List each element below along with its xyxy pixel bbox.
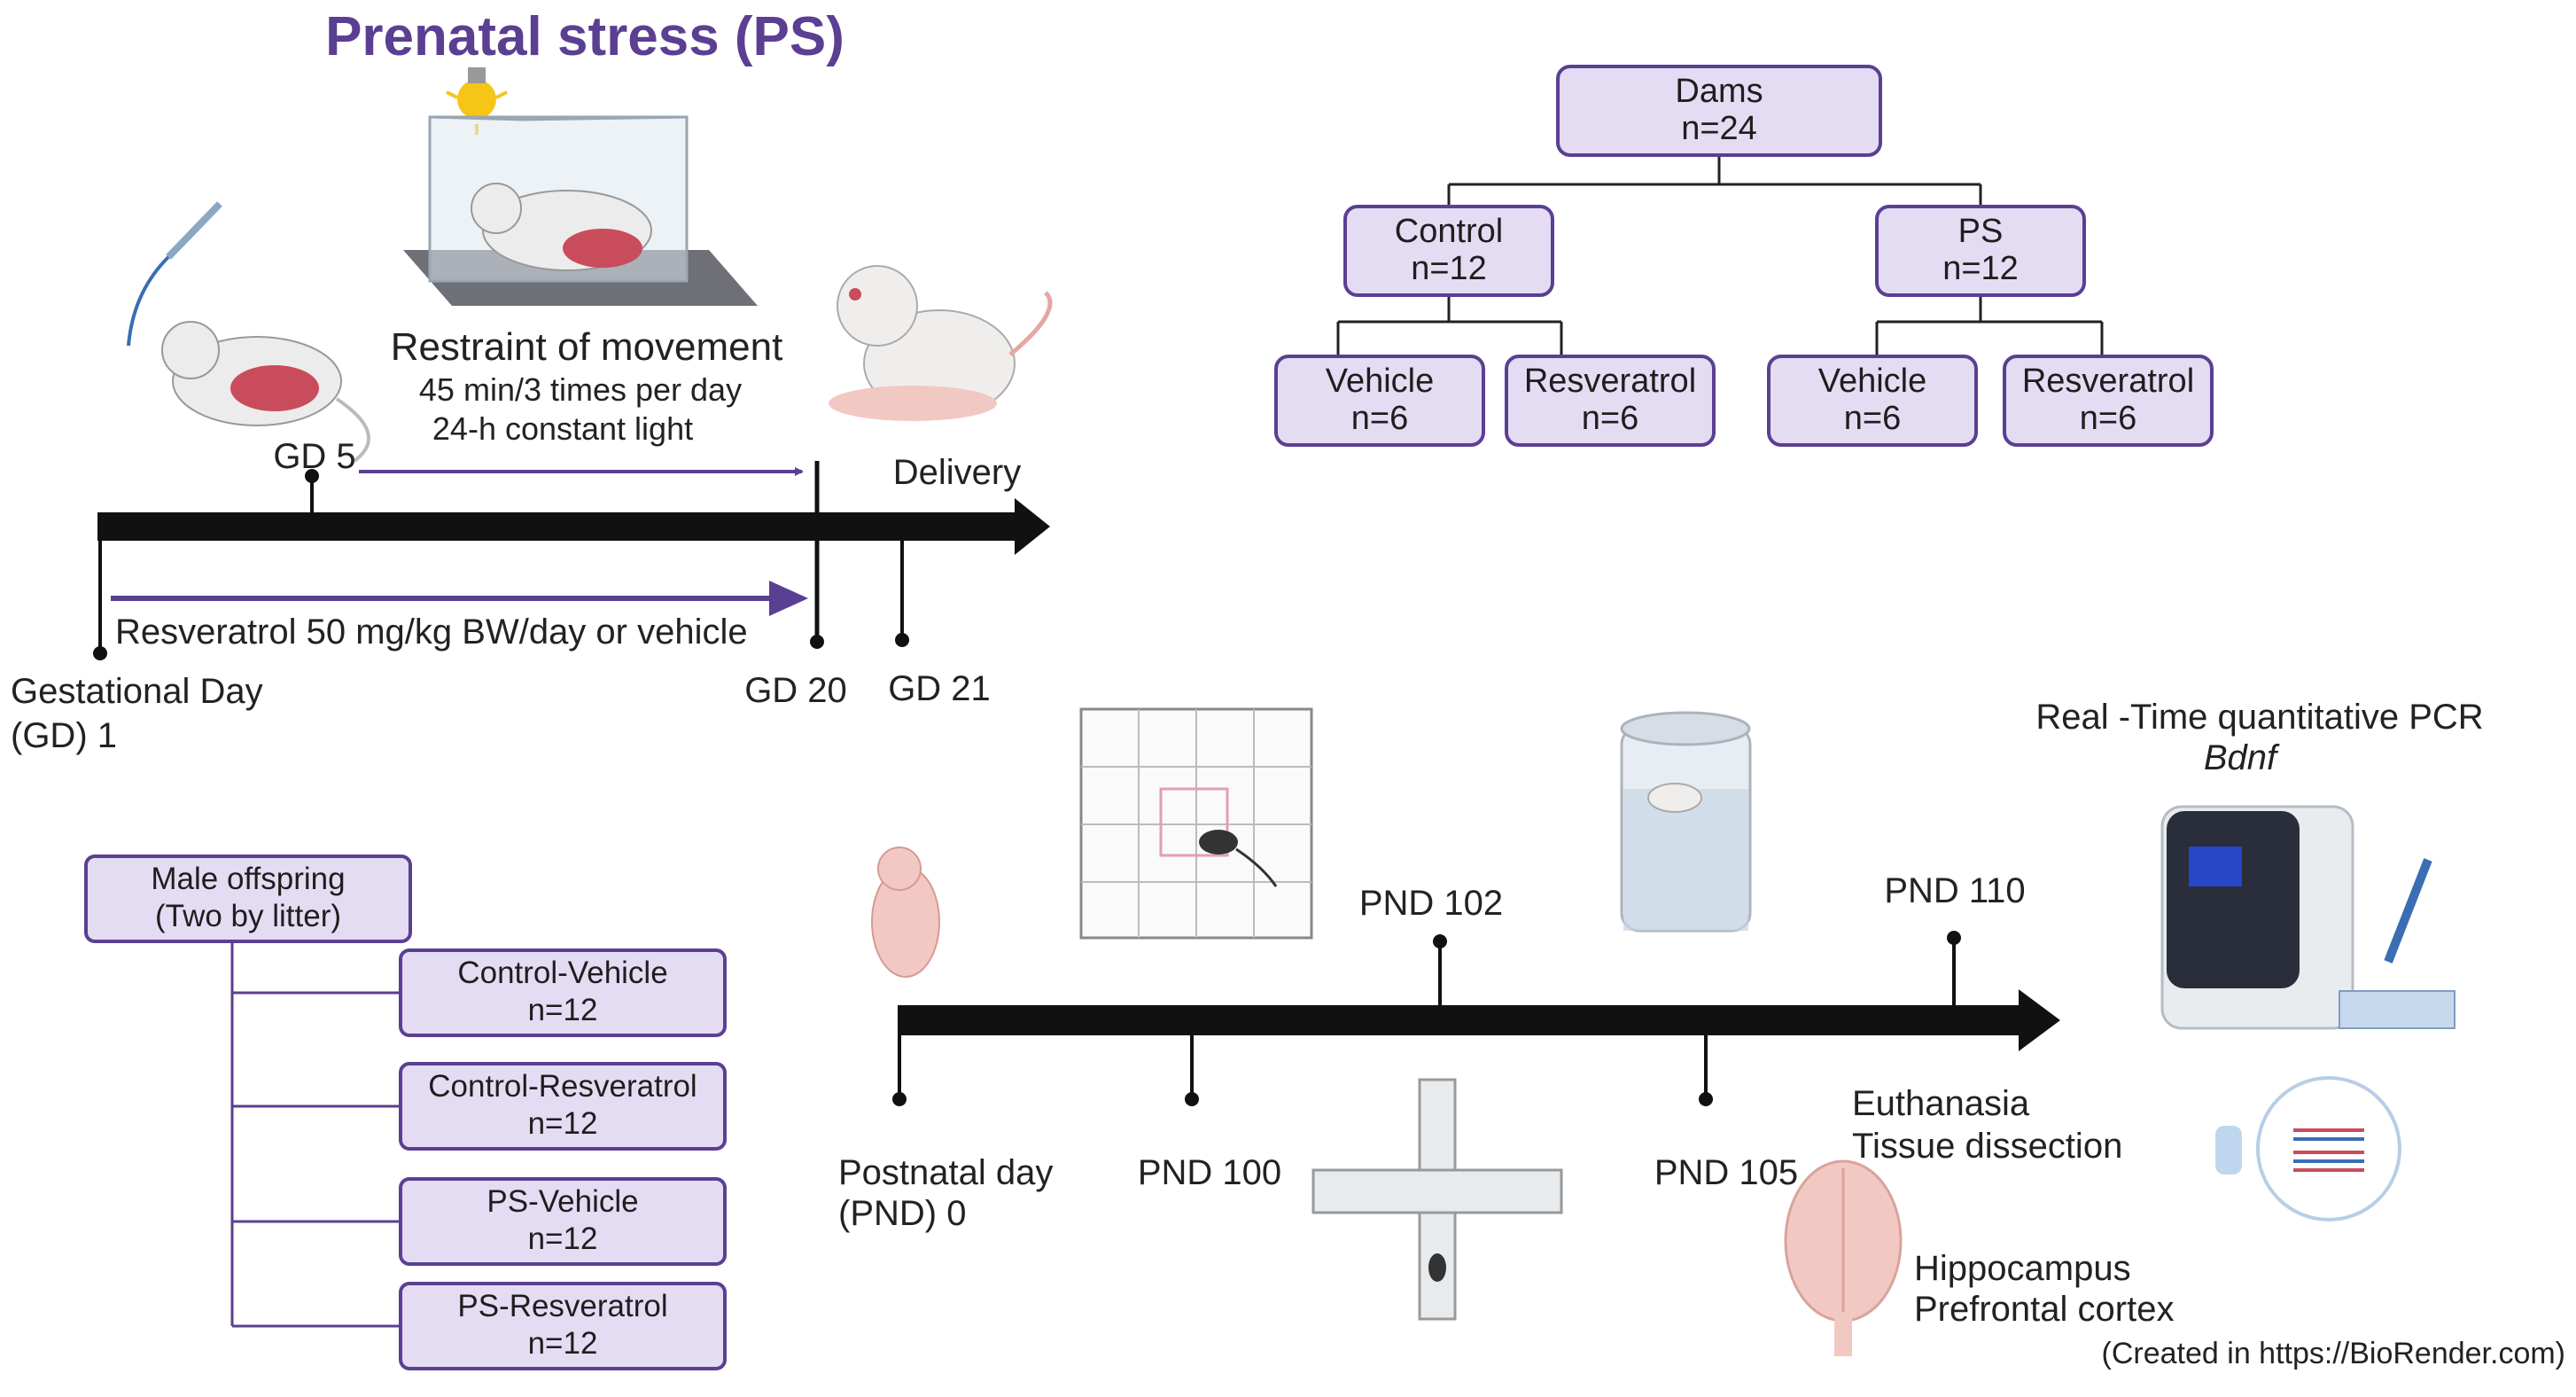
- euthanasia-label-line2: Tissue dissection: [1852, 1127, 2122, 1166]
- svg-text:PS-Vehicle: PS-Vehicle: [486, 1184, 638, 1219]
- dams-root-box: Dams n=24: [1556, 65, 1882, 157]
- offspring-group-control-vehicle: Control-Vehicle n=12: [399, 948, 727, 1037]
- euthanasia-label-line1: Euthanasia: [1852, 1084, 2030, 1123]
- dams-leaf-ps-resveratrol: Resveratrol n=6: [2003, 355, 2214, 447]
- offspring-group-ps-vehicle: PS-Vehicle n=12: [399, 1177, 727, 1266]
- dams-leaf-control-resveratrol: Resveratrol n=6: [1505, 355, 1716, 447]
- svg-text:n=12: n=12: [528, 1326, 598, 1361]
- tissues-label-line1: Hippocampus: [1914, 1249, 2131, 1288]
- dams-control-box: Control n=12: [1343, 205, 1554, 297]
- gd5-label: GD 5: [273, 437, 355, 476]
- elevated-plus-maze-icon: [1311, 1078, 1563, 1321]
- stress-protocol-line1: 45 min/3 times per day: [419, 371, 742, 408]
- newborn-pup-icon: [871, 847, 940, 978]
- pregnant-mouse-icon: [161, 321, 370, 463]
- svg-text:Resveratrol: Resveratrol: [2022, 363, 2194, 400]
- pcr-machine-icon: [2160, 805, 2455, 1030]
- open-field-test-icon: [1079, 707, 1313, 940]
- pcr-gene-label: Bdnf: [2204, 738, 2280, 777]
- svg-text:PS-Resveratrol: PS-Resveratrol: [457, 1289, 667, 1323]
- gd1-label-line2: (GD) 1: [11, 716, 117, 755]
- pnd0-label-line2: (PND) 0: [838, 1194, 966, 1233]
- svg-text:Control: Control: [1395, 213, 1504, 250]
- svg-text:n=12: n=12: [528, 1106, 598, 1141]
- offspring-group-ps-resveratrol: PS-Resveratrol n=12: [399, 1282, 727, 1370]
- svg-text:n=6: n=6: [1844, 400, 1901, 437]
- svg-text:Vehicle: Vehicle: [1326, 363, 1435, 400]
- tissues-label-line2: Prefrontal cortex: [1914, 1290, 2174, 1329]
- stress-protocol-line2: 24-h constant light: [432, 410, 693, 447]
- svg-text:Resveratrol: Resveratrol: [1524, 363, 1696, 400]
- dams-tree-connectors: [1336, 155, 2104, 356]
- offspring-connectors: [230, 897, 401, 1328]
- stress-protocol-heading: Restraint of movement: [391, 325, 783, 369]
- dams-leaf-ps-vehicle: Vehicle n=6: [1767, 355, 1978, 447]
- restraint-cage-icon: [403, 115, 758, 306]
- svg-text:(Two by litter): (Two by litter): [155, 899, 341, 933]
- dna-sample-icon: [2215, 1076, 2401, 1221]
- svg-text:n=12: n=12: [528, 1221, 598, 1256]
- svg-text:n=12: n=12: [1411, 250, 1487, 287]
- svg-text:n=12: n=12: [528, 993, 598, 1027]
- offspring-header-box: Male offspring (Two by litter): [84, 855, 412, 943]
- svg-text:Dams: Dams: [1675, 73, 1763, 110]
- pnd100-label: PND 100: [1138, 1153, 1281, 1192]
- dams-leaf-control-vehicle: Vehicle n=6: [1274, 355, 1485, 447]
- gestation-timeline: [93, 461, 1050, 660]
- svg-text:Vehicle: Vehicle: [1818, 363, 1927, 400]
- svg-text:Control-Vehicle: Control-Vehicle: [457, 956, 667, 990]
- diagram-title: Prenatal stress (PS): [325, 6, 844, 67]
- pnd110-label: PND 110: [1884, 871, 2025, 910]
- pcr-label: Real -Time quantitative PCR: [2035, 698, 2483, 737]
- svg-text:Male offspring: Male offspring: [151, 862, 345, 896]
- svg-text:n=12: n=12: [1942, 250, 2019, 287]
- forced-swim-cylinder-icon: [1620, 711, 1752, 933]
- treatment-label: Resveratrol 50 mg/kg BW/day or vehicle: [115, 613, 748, 652]
- gd1-label-line1: Gestational Day: [11, 672, 263, 711]
- svg-text:n=6: n=6: [1582, 400, 1638, 437]
- svg-text:n=24: n=24: [1681, 110, 1757, 147]
- pnd102-label: PND 102: [1359, 884, 1503, 923]
- mother-mouse-with-pups-icon: [829, 265, 1053, 421]
- gd20-label: GD 20: [744, 671, 847, 710]
- svg-text:n=6: n=6: [1351, 400, 1408, 437]
- postnatal-timeline: [892, 931, 2060, 1106]
- offspring-group-control-resveratrol: Control-Resveratrol n=12: [399, 1062, 727, 1151]
- svg-text:n=6: n=6: [2080, 400, 2136, 437]
- svg-text:PS: PS: [1958, 213, 2004, 250]
- svg-text:Control-Resveratrol: Control-Resveratrol: [428, 1069, 697, 1104]
- gd21-label: GD 21: [888, 669, 991, 708]
- delivery-label: Delivery: [893, 453, 1021, 492]
- brain-icon: [1784, 1159, 1903, 1356]
- pnd0-label-line1: Postnatal day: [838, 1153, 1053, 1192]
- credit-label: (Created in https://BioRender.com): [2102, 1337, 2565, 1370]
- syringe-icon: [127, 201, 222, 347]
- dams-ps-box: PS n=12: [1875, 205, 2086, 297]
- pnd105-label: PND 105: [1654, 1153, 1798, 1192]
